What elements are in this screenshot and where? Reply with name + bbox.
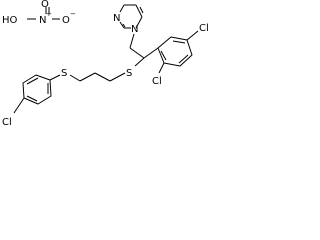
imidazole-bonds	[119, 4, 144, 29]
imidazole-n1-label: N	[131, 24, 138, 35]
chlorine-phenyl-label: Cl	[2, 117, 12, 128]
nitrate-o-charge: −	[70, 10, 76, 18]
structure-diagram: HO N + O O − N N	[2, 0, 209, 128]
dichlorophenyl-bonds	[157, 30, 199, 74]
chlorophenyl-bonds	[13, 74, 61, 114]
chlorine-para-label: Cl	[199, 23, 209, 34]
chlorine-ortho-label: Cl	[152, 76, 162, 87]
nitrate-o-top-label: O	[41, 0, 49, 10]
imidazole-n3-label: N	[113, 13, 120, 24]
chlorophenyl-ring: Cl	[2, 74, 61, 128]
nitrate-n-label: N	[39, 15, 46, 26]
nitrate-n-charge: +	[46, 10, 52, 18]
imidazole-ring: N N	[113, 4, 144, 35]
nitrate-bonds	[27, 7, 60, 20]
nitrate-o-right-label: O	[62, 15, 70, 26]
propyl-chain-bonds	[69, 72, 126, 82]
nitrate-ho-label: HO	[2, 15, 18, 26]
ch2-linker-bonds	[129, 33, 159, 67]
nitrate-ion: HO N + O O −	[2, 0, 76, 26]
dichlorophenyl-ring: Cl Cl	[152, 23, 209, 87]
sulfur-outer-label: S	[61, 68, 67, 79]
thioether-chain: S S	[61, 68, 132, 82]
sulfur-inner-label: S	[126, 68, 132, 79]
